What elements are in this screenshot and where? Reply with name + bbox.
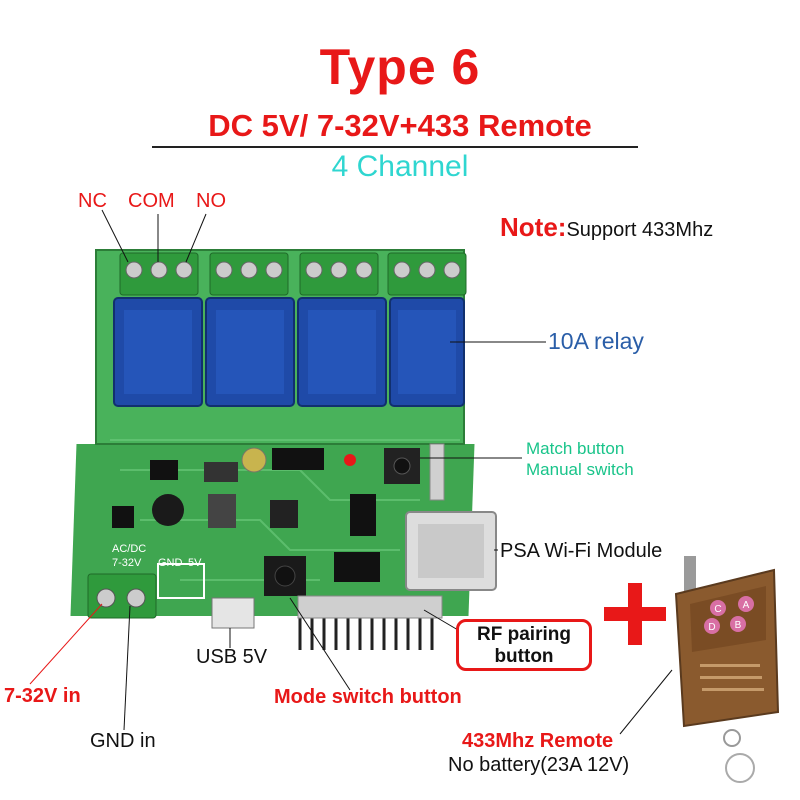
- terminal-label-nc: NC: [78, 190, 107, 212]
- remote-title: 433Mhz Remote: [462, 730, 614, 752]
- board-text-5v: 5V: [188, 557, 202, 569]
- page-title: Type 6: [319, 39, 481, 95]
- match-button-callout: Match button Manual switch: [526, 438, 634, 480]
- note-text: Support 433Mhz: [566, 219, 714, 241]
- remote-button-c: C: [714, 604, 721, 615]
- relay-4: [389, 297, 465, 407]
- voltage-callout-line: [29, 603, 103, 685]
- terminal-block-1: [119, 252, 199, 296]
- rf-pairing-line2: button: [494, 646, 554, 667]
- terminal-label-com: COM: [128, 190, 175, 212]
- plus-icon: [604, 583, 666, 645]
- board-text-gnd: GND: [158, 557, 183, 569]
- terminal-label-no: NO: [196, 190, 226, 212]
- note: Note:Support 433Mhz: [500, 212, 713, 243]
- gnd-callout-line: [123, 605, 131, 731]
- usb-callout: USB 5V: [196, 646, 268, 668]
- rf-pairing-callout: RF pairing button: [456, 619, 592, 671]
- board-text-range: 7-32V: [112, 557, 142, 569]
- relay-callout: 10A relay: [548, 328, 644, 354]
- remote-battery-note: No battery(23A 12V): [448, 754, 630, 776]
- mode-switch-callout: Mode switch button: [274, 686, 462, 708]
- mode-callout-line: [289, 597, 351, 691]
- rf-pairing-line1: RF pairing: [477, 624, 571, 645]
- remote-button-a: A: [743, 600, 750, 611]
- gnd-in-callout: GND in: [90, 730, 156, 752]
- voltage-in-callout: 7-32V in: [4, 685, 81, 707]
- channel-label: 4 Channel: [331, 150, 469, 183]
- relay-1: [113, 297, 203, 407]
- board-text-acdc: AC/DC: [112, 543, 146, 555]
- remote-callout-line: [619, 669, 673, 735]
- remote-control-image: C A D B: [674, 556, 780, 783]
- note-label: Note:: [500, 212, 567, 242]
- terminal-block-4: [387, 252, 467, 296]
- nc-callout-line: [101, 209, 129, 263]
- terminal-block-3: [299, 252, 379, 296]
- rf-callout-line: [423, 609, 459, 631]
- no-callout-line: [185, 213, 207, 263]
- wifi-module-callout: PSA Wi-Fi Module: [500, 540, 663, 562]
- subtitle-underline: [152, 146, 638, 148]
- manual-switch-label: Manual switch: [526, 460, 634, 479]
- match-button-label: Match button: [526, 439, 625, 458]
- components: [87, 443, 497, 650]
- page-subtitle: DC 5V/ 7-32V+433 Remote: [208, 108, 592, 143]
- relay-2: [205, 297, 295, 407]
- remote-button-b: B: [735, 620, 742, 631]
- terminal-block-2: [209, 252, 289, 296]
- relay-3: [297, 297, 387, 407]
- remote-button-d: D: [708, 622, 715, 633]
